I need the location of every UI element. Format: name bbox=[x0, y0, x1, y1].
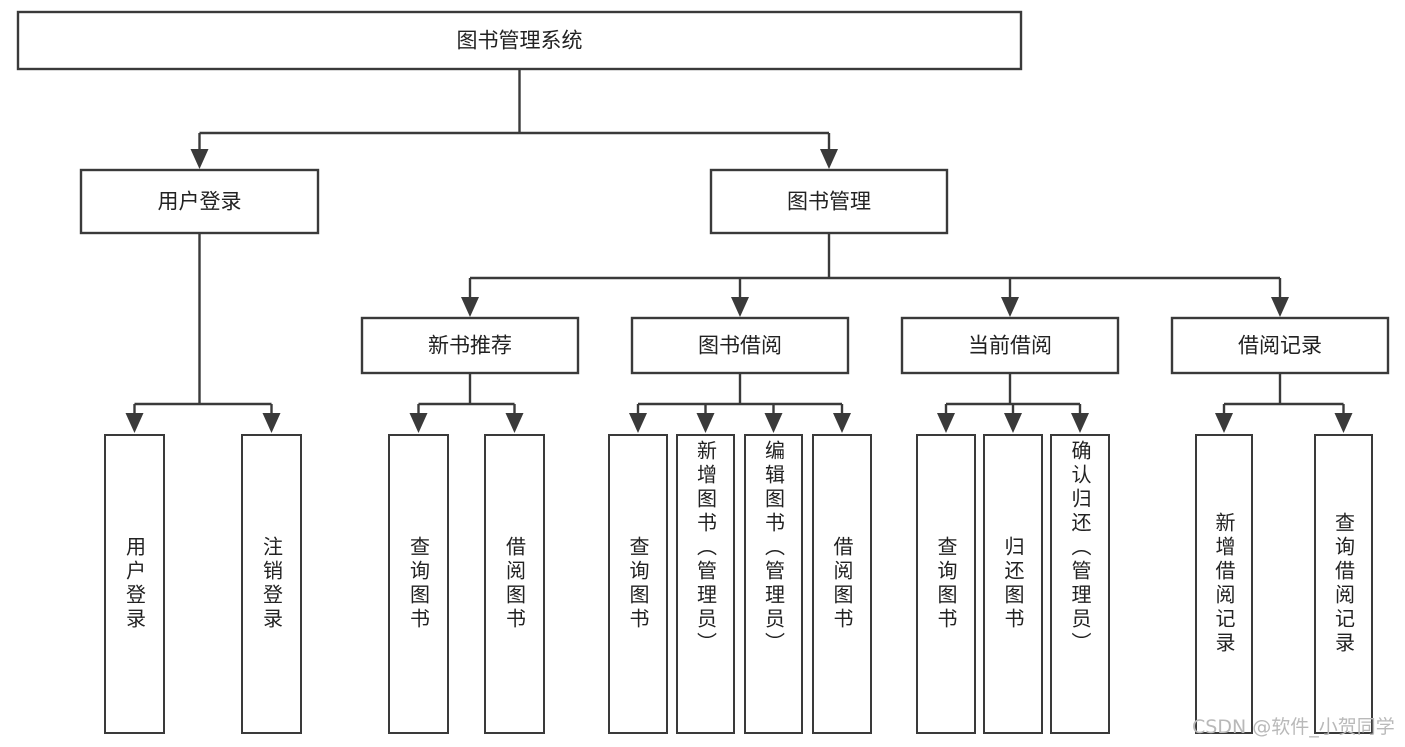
level3-current-borrow-box[interactable] bbox=[900, 316, 1120, 375]
arrow-head-icon bbox=[764, 413, 783, 433]
level3-borrow-records-label: 借阅记录 bbox=[1238, 334, 1322, 358]
arrow-head-icon bbox=[461, 297, 479, 317]
arrow-head-icon bbox=[629, 413, 647, 433]
level3-current-borrow-label: 当前借阅 bbox=[968, 334, 1052, 358]
leaf-borrow-book-label: 借阅图书 bbox=[830, 536, 854, 632]
leaf-borrow-book-rec-box[interactable]: 借阅图书 bbox=[484, 434, 545, 734]
leaf-user-login-box[interactable]: 用户登录 bbox=[104, 434, 165, 734]
level3-new-book-recommend-label: 新书推荐 bbox=[428, 334, 512, 358]
level3-borrow-records-box[interactable] bbox=[1170, 316, 1390, 375]
leaf-borrow-book-rec-label: 借阅图书 bbox=[502, 536, 527, 632]
leaf-confirm-return-box[interactable]: 确认归还（管理员） bbox=[1050, 434, 1110, 734]
leaf-user-login-label: 用户登录 bbox=[122, 536, 147, 632]
leaf-add-borrow-record-box[interactable]: 新增借阅记录 bbox=[1195, 434, 1253, 734]
leaf-borrow-book-box[interactable]: 借阅图书 bbox=[812, 434, 872, 734]
root-node-box[interactable] bbox=[16, 10, 1023, 71]
arrow-head-icon bbox=[1004, 413, 1022, 433]
leaf-query-book-cur-label: 查询图书 bbox=[934, 536, 958, 632]
arrow-head-icon bbox=[1215, 413, 1233, 433]
leaf-query-book-cur-box[interactable]: 查询图书 bbox=[916, 434, 976, 734]
leaf-query-book-borrow-label: 查询图书 bbox=[626, 536, 650, 632]
arrow-head-icon bbox=[190, 149, 209, 169]
leaf-add-borrow-record-label: 新增借阅记录 bbox=[1212, 512, 1236, 656]
leaf-edit-book-label: 编辑图书（管理员） bbox=[761, 440, 786, 656]
arrow-head-icon bbox=[262, 413, 281, 433]
leaf-edit-book-box[interactable]: 编辑图书（管理员） bbox=[744, 434, 803, 734]
arrow-head-icon bbox=[505, 413, 524, 433]
arrow-head-icon bbox=[833, 413, 851, 433]
leaf-user-logout-box[interactable]: 注销登录 bbox=[241, 434, 302, 734]
leaf-query-book-rec-label: 查询图书 bbox=[406, 536, 431, 632]
arrow-head-icon bbox=[820, 149, 838, 169]
level3-new-book-recommend-box[interactable] bbox=[360, 316, 580, 375]
leaf-return-book-box[interactable]: 归还图书 bbox=[983, 434, 1043, 734]
arrow-head-icon bbox=[731, 297, 749, 317]
level3-book-borrow-label: 图书借阅 bbox=[698, 334, 782, 358]
level2-book-management-label: 图书管理 bbox=[787, 190, 871, 214]
level3-book-borrow-box[interactable] bbox=[630, 316, 850, 375]
level2-user-login-box[interactable] bbox=[79, 168, 320, 235]
arrow-head-icon bbox=[1071, 413, 1089, 433]
connector-lines bbox=[125, 69, 1353, 433]
arrow-head-icon bbox=[1001, 297, 1019, 317]
csdn-watermark: CSDN @软件_小贺同学 bbox=[1192, 716, 1395, 738]
arrow-head-icon bbox=[1334, 413, 1353, 433]
arrow-head-icon bbox=[1271, 297, 1289, 317]
leaf-confirm-return-label: 确认归还（管理员） bbox=[1068, 440, 1092, 656]
arrow-head-icon bbox=[409, 413, 428, 433]
root-node-label: 图书管理系统 bbox=[457, 29, 583, 53]
level2-user-login-label: 用户登录 bbox=[158, 190, 242, 214]
arrow-head-icon bbox=[937, 413, 955, 433]
leaf-query-borrow-record-label: 查询借阅记录 bbox=[1331, 512, 1356, 656]
arrow-head-icon bbox=[696, 413, 715, 433]
leaf-return-book-label: 归还图书 bbox=[1001, 536, 1025, 632]
leaf-query-book-borrow-box[interactable]: 查询图书 bbox=[608, 434, 668, 734]
leaf-query-book-rec-box[interactable]: 查询图书 bbox=[388, 434, 449, 734]
leaf-add-book-label: 新增图书（管理员） bbox=[693, 440, 718, 656]
leaf-query-borrow-record-box[interactable]: 查询借阅记录 bbox=[1314, 434, 1373, 734]
leaf-user-logout-label: 注销登录 bbox=[259, 536, 284, 632]
arrow-head-icon bbox=[125, 413, 144, 433]
level2-book-management-box[interactable] bbox=[709, 168, 949, 235]
leaf-add-book-box[interactable]: 新增图书（管理员） bbox=[676, 434, 735, 734]
